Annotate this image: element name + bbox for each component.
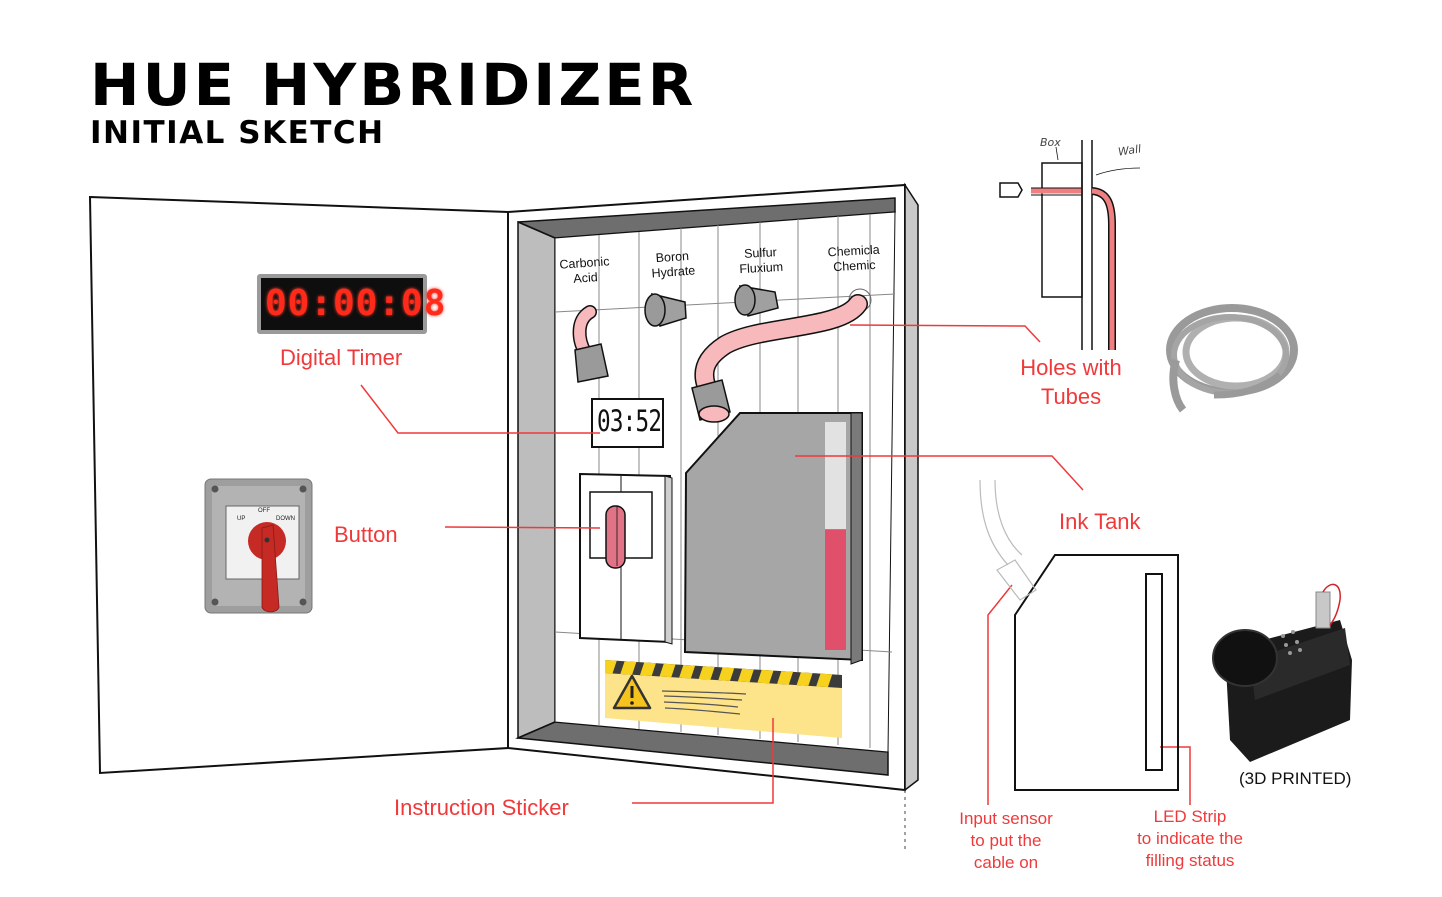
chemical-label-chemicla-chemic: Chemicla Chemic <box>827 243 881 276</box>
ink-tank-sketch <box>979 479 1179 791</box>
annotation-ink-tank: Ink Tank <box>1059 509 1141 534</box>
leader-led-strip <box>1160 746 1191 805</box>
chemical-label-line: Hydrate <box>651 263 696 281</box>
ink-level-indicator <box>825 529 846 650</box>
inner-timer-readout: 03:52 <box>597 404 662 438</box>
chemical-label-line: Chemic <box>832 257 876 275</box>
wall-cross-section <box>999 140 1141 350</box>
instruction-sticker <box>605 660 842 738</box>
annotation-line: filling status <box>1145 851 1235 871</box>
annotation-line: Holes with <box>1020 355 1122 380</box>
ink-tank <box>683 412 863 665</box>
annotation-line: Tubes <box>1040 383 1102 409</box>
switch-label-down: DOWN <box>276 516 295 522</box>
switch-label-up: UP <box>237 516 246 522</box>
chemical-label-carbonic-acid: Carbonic Acid <box>559 254 611 287</box>
boron-hydrate-nozzle <box>644 292 687 327</box>
leader-ink-tank <box>795 455 1084 491</box>
annotation-digital-timer: Digital Timer <box>280 345 403 370</box>
tube-coil-image <box>1166 304 1298 413</box>
sulfur-fluxium-nozzle <box>734 284 779 317</box>
annotation-line: cable on <box>973 853 1039 873</box>
switch-label-off: OFF <box>258 508 270 514</box>
annotation-line: Input sensor <box>959 809 1053 828</box>
annotation-line: to indicate the <box>1137 829 1243 849</box>
box-label: Box <box>1040 136 1061 149</box>
inner-timer-frame <box>591 398 664 448</box>
warning-icon <box>612 674 652 710</box>
digital-timer-readout: 00:00:08 <box>265 283 447 324</box>
rotary-switch[interactable] <box>204 478 313 614</box>
leader-sticker <box>632 718 774 804</box>
leader-holes <box>849 324 1041 343</box>
leader-input-sensor <box>987 584 1013 805</box>
button-lever[interactable] <box>605 505 626 569</box>
leader-digital-timer <box>360 384 600 434</box>
chemical-label-sulfur-fluxium: Sulfur Fluxium <box>738 245 783 277</box>
chemical-label-boron-hydrate: Boron Hydrate <box>650 249 696 282</box>
annotation-button: Button <box>334 522 398 547</box>
chemical-label-line: Fluxium <box>739 259 784 277</box>
printed-tank-image <box>1212 583 1352 762</box>
annotation-line: to put the <box>970 831 1042 851</box>
button-housing <box>579 472 673 645</box>
annotation-instruction-sticker: Instruction Sticker <box>394 795 569 820</box>
page-subtitle: INITIAL SKETCH <box>90 115 385 151</box>
leader-button <box>444 526 601 529</box>
annotation-led-strip: LED Strip to indicate the filling status <box>1124 806 1256 872</box>
annotation-input-sensor: Input sensor to put the cable on <box>948 808 1064 874</box>
printed-note: (3D PRINTED) <box>1239 769 1352 788</box>
carbonic-acid-tube <box>572 305 609 383</box>
annotation-holes-with-tubes: Holes with Tubes <box>1014 354 1128 411</box>
annotation-leaders <box>360 324 1191 805</box>
chemicla-chemic-tube <box>691 288 872 423</box>
digital-timer-device <box>257 274 427 334</box>
annotation-line: LED Strip <box>1153 807 1227 826</box>
page-title: HUE HYBRIDIZER <box>90 51 697 119</box>
